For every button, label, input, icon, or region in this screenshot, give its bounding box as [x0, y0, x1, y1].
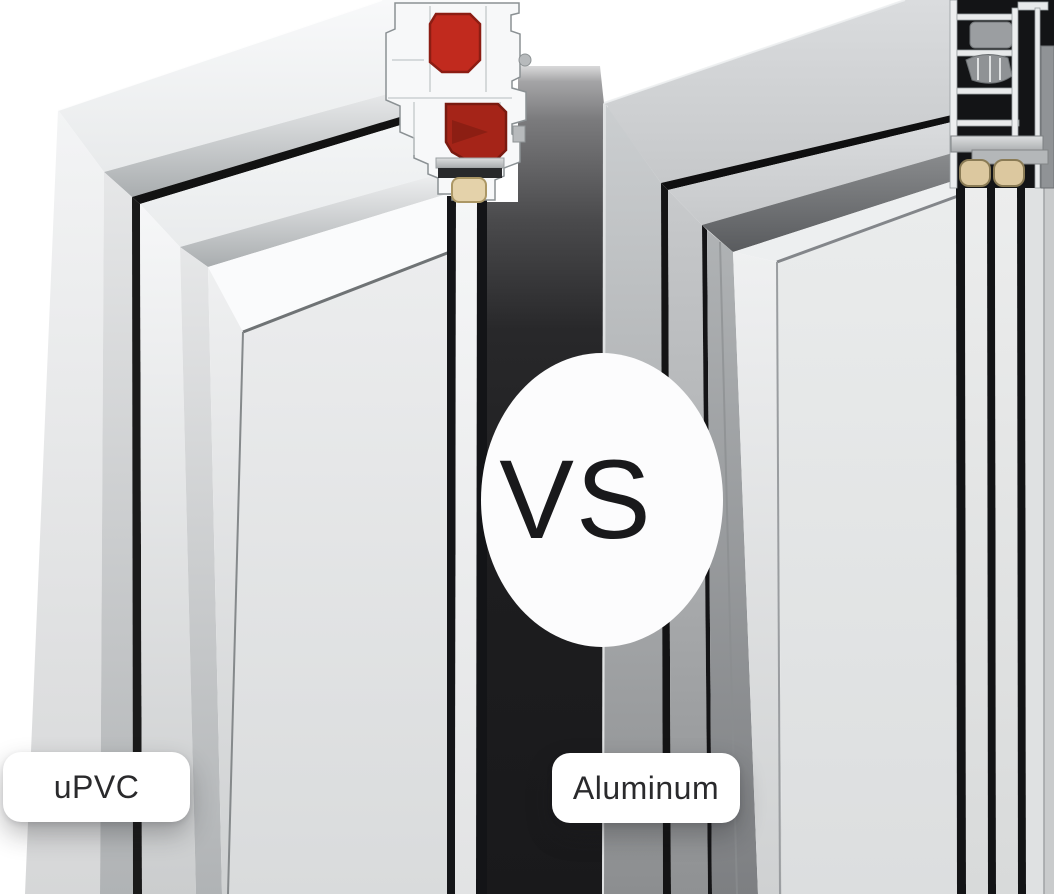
alu-strut-fins [977, 56, 1001, 82]
alu-profile-webs [956, 1, 1049, 127]
alu-glass-pane-edge-1 [956, 186, 966, 894]
alu-profile-left-wall [949, 0, 958, 189]
alu-glazing-bead [733, 180, 958, 262]
aluminum-label-text: Aluminum [572, 769, 720, 806]
alu-glass [777, 196, 958, 894]
upvc-frame-left-face [25, 110, 104, 894]
alu-sash-top-face [668, 121, 956, 225]
upvc-hardware-screw [518, 53, 532, 67]
upvc-glass-left-edge [227, 331, 244, 894]
alu-profile-right-panel [1040, 45, 1054, 189]
alu-right-edge-face [1044, 186, 1054, 894]
aluminum-window-illustration [602, 0, 1054, 894]
aluminum-profile-cross-section [949, 0, 1054, 189]
upvc-frame-bevel-left [100, 172, 133, 894]
upvc-glass-pane-edge-1 [447, 196, 456, 894]
upvc-seam-left [132, 197, 142, 894]
upvc-window-illustration [25, 0, 487, 894]
upvc-hardware-bracket [512, 125, 526, 143]
upvc-glass-top-edge [242, 248, 456, 334]
upvc-glass-pane-edge-2 [476, 196, 487, 894]
upvc-sash-bevel-left [180, 247, 222, 894]
upvc-sash-top-face [140, 107, 460, 247]
alu-outer-edge-highlight [603, 0, 906, 104]
upvc-glazing-bead [208, 190, 460, 332]
upvc-glass [228, 250, 455, 894]
alu-glass-left-edge [776, 261, 781, 894]
vs-text: VS [499, 437, 653, 562]
upvc-label: uPVC [3, 752, 190, 822]
upvc-sash-bevel [180, 168, 460, 267]
alu-sash-dark-bevel [702, 152, 956, 252]
upvc-profile-cross-section [385, 2, 532, 203]
upvc-frame-bevel [104, 74, 460, 197]
alu-frame-top-face [604, 0, 956, 183]
upvc-label-text: uPVC [53, 768, 140, 805]
alu-glass-pane-edge-3 [1017, 186, 1026, 894]
alu-profile-right-wall [1034, 7, 1041, 189]
upvc-glazing-bead-left [208, 267, 243, 894]
alu-glass-top-edge [776, 194, 959, 264]
upvc-steel-chamber-insert [428, 12, 482, 74]
alu-glass-pane-edge-2 [987, 186, 996, 894]
alu-pane-air-gap-2 [995, 186, 1018, 894]
vs-badge: VS [481, 353, 723, 647]
upvc-pane-air-gap [455, 196, 477, 894]
alu-glazing-spacer-2 [993, 159, 1025, 187]
alu-glazing-spacer-1 [959, 159, 991, 187]
upvc-glazing-gasket-dark [438, 168, 502, 178]
aluminum-label: Aluminum [552, 753, 740, 823]
upvc-glazing-spacer [451, 177, 487, 203]
upvc-sash-left-face [140, 204, 196, 894]
upvc-outer-edge-highlight [57, 0, 383, 111]
alu-brushed-strip [707, 230, 758, 894]
upvc-frame-top-face [58, 0, 460, 172]
upvc-gasket-shadow [452, 120, 488, 144]
upvc-frame-sash-seam [132, 99, 460, 204]
alu-thermal-break-block [969, 21, 1013, 49]
alu-frame-sash-seam [661, 114, 956, 190]
upvc-glazing-clamp-bar [435, 157, 505, 169]
alu-pane-air-gap-1 [965, 186, 988, 894]
alu-glazing-bead-left [733, 252, 782, 894]
